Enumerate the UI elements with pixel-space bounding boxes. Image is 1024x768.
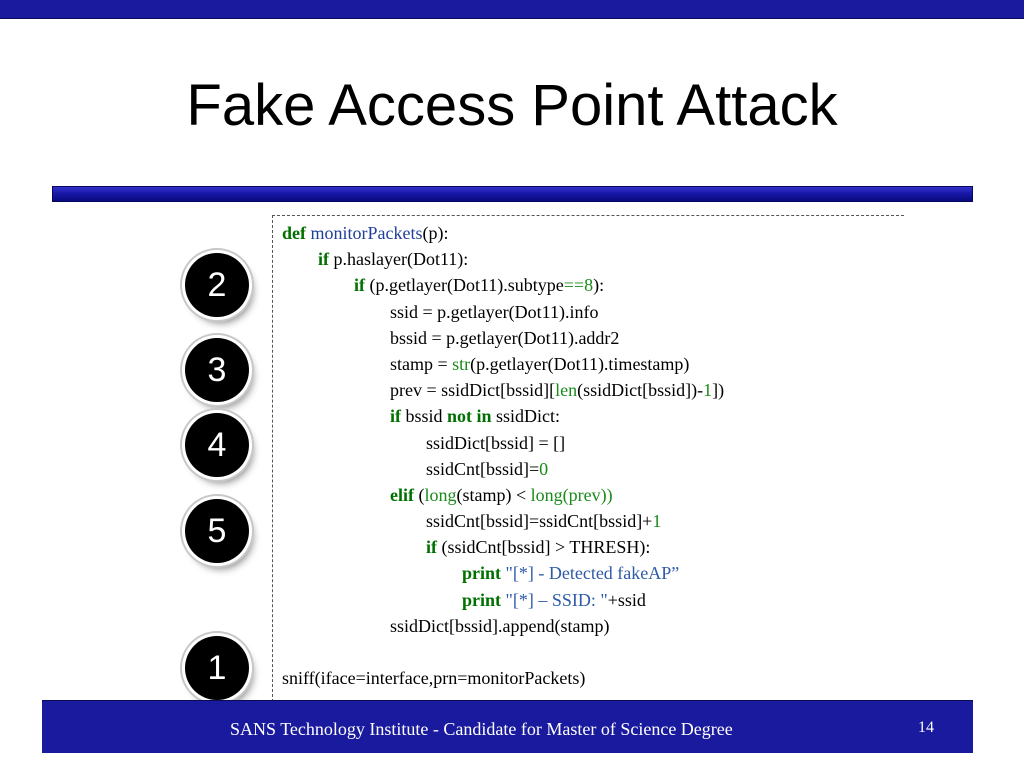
code-line: sniff(iface=interface,prn=monitorPackets… xyxy=(282,665,724,691)
code-token xyxy=(282,275,354,295)
code-line: prev = ssidDict[bssid][len(ssidDict[bssi… xyxy=(282,377,724,403)
code-line: ssidDict[bssid] = [] xyxy=(282,430,724,456)
code-token: sniff(iface=interface,prn=monitorPackets… xyxy=(282,668,586,689)
code-listing: def monitorPackets(p): if p.haslayer(Dot… xyxy=(282,220,724,691)
top-banner xyxy=(0,0,1024,19)
step-marker-2: 2 xyxy=(185,253,249,317)
code-token: 0 xyxy=(539,458,549,479)
code-token: (ssidCnt[bssid] > THRESH): xyxy=(437,537,651,558)
code-token: prev = ssidDict[bssid][ xyxy=(282,380,556,401)
code-token: +ssid xyxy=(607,589,646,610)
code-token: print xyxy=(462,563,502,584)
code-token: "[*] – SSID: " xyxy=(505,589,608,610)
code-line: print "[*] – SSID: "+ssid xyxy=(282,587,724,613)
code-token: if xyxy=(318,249,329,270)
code-token: ]) xyxy=(712,380,725,401)
code-token: def xyxy=(282,223,306,243)
code-token: len xyxy=(555,380,578,401)
code-token: elif xyxy=(390,484,414,505)
code-line: stamp = str(p.getlayer(Dot11).timestamp) xyxy=(282,351,724,377)
code-token: p.haslayer(Dot11): xyxy=(329,249,469,270)
code-token: 1 xyxy=(703,380,713,401)
code-token xyxy=(282,249,318,269)
code-token: 1 xyxy=(652,511,662,532)
code-token: (p.getlayer(Dot11).timestamp) xyxy=(470,353,690,374)
code-token: ssidCnt[bssid]= xyxy=(282,458,540,479)
step-marker-5: 5 xyxy=(185,499,249,563)
code-token: ( xyxy=(414,484,425,505)
code-token: long(prev)) xyxy=(530,484,613,505)
code-line: bssid = p.getlayer(Dot11).addr2 xyxy=(282,325,724,351)
code-token xyxy=(282,485,390,505)
code-line: if (ssidCnt[bssid] > THRESH): xyxy=(282,534,724,560)
code-token: ssidDict[bssid].append(stamp) xyxy=(282,615,610,636)
step-marker-3: 3 xyxy=(185,338,249,402)
code-line: print "[*] - Detected fakeAP” xyxy=(282,560,724,586)
code-token: ==8 xyxy=(563,275,594,296)
code-line: elif (long(stamp) < long(prev)) xyxy=(282,482,724,508)
footer-text: SANS Technology Institute - Candidate fo… xyxy=(230,719,733,739)
code-token: "[*] - Detected fakeAP” xyxy=(505,563,680,584)
code-token xyxy=(282,590,462,610)
code-token: print xyxy=(462,589,502,610)
code-token: not in xyxy=(447,406,492,427)
code-line: if (p.getlayer(Dot11).subtype==8): xyxy=(282,272,724,298)
code-token: (ssidDict[bssid])- xyxy=(577,380,704,401)
code-token: ssid = p.getlayer(Dot11).info xyxy=(282,301,599,322)
code-line: ssidCnt[bssid]=0 xyxy=(282,456,724,482)
code-token: ssidCnt[bssid]=ssidCnt[bssid]+ xyxy=(282,511,653,532)
code-token xyxy=(282,563,462,583)
code-token: (p): xyxy=(422,223,449,243)
code-line: def monitorPackets(p): xyxy=(282,220,724,246)
code-line: ssidCnt[bssid]=ssidCnt[bssid]+1 xyxy=(282,508,724,534)
code-token: long xyxy=(424,484,457,505)
code-line: ssidDict[bssid].append(stamp) xyxy=(282,613,724,639)
code-token: ssidDict[bssid] = [] xyxy=(282,432,566,453)
footer-bar xyxy=(42,700,973,753)
step-marker-4: 4 xyxy=(185,413,249,477)
code-token: monitorPackets xyxy=(310,223,423,243)
code-token xyxy=(282,537,426,557)
code-token xyxy=(282,406,390,426)
code-token: (p.getlayer(Dot11).subtype xyxy=(365,275,564,296)
code-token: ssidDict: xyxy=(491,406,561,427)
title-divider-bar xyxy=(52,186,973,202)
slide-title: Fake Access Point Attack xyxy=(186,73,838,138)
code-line: if p.haslayer(Dot11): xyxy=(282,246,724,272)
code-token: if xyxy=(426,537,437,558)
page-number: 14 xyxy=(918,719,934,736)
code-line: if bssid not in ssidDict: xyxy=(282,403,724,429)
code-token: (stamp) < xyxy=(456,484,531,505)
code-token: stamp = xyxy=(282,353,453,374)
code-token: bssid = p.getlayer(Dot11).addr2 xyxy=(282,327,620,348)
code-token: if xyxy=(390,406,401,427)
code-token: ): xyxy=(593,275,605,296)
code-token: if xyxy=(354,275,365,296)
code-token: bssid xyxy=(401,406,448,427)
code-line xyxy=(282,639,724,665)
step-marker-1: 1 xyxy=(185,636,249,700)
code-line: ssid = p.getlayer(Dot11).info xyxy=(282,299,724,325)
code-token: str xyxy=(452,353,471,374)
